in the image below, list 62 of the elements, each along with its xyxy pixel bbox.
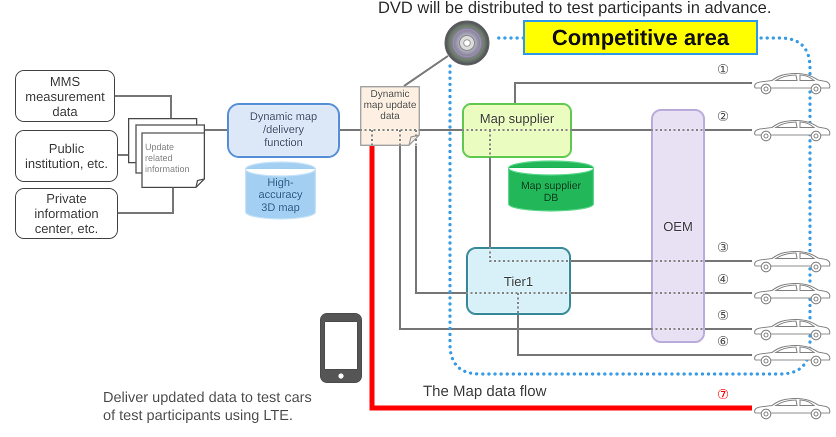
connector-line bbox=[705, 129, 752, 131]
source-box bbox=[15, 70, 115, 122]
node-text: MMS measurement data bbox=[24, 74, 106, 118]
route-number: ④ bbox=[717, 272, 730, 288]
disc-icon bbox=[444, 20, 490, 66]
caption-text: DVD will be distributed to test participants in advance. bbox=[378, 0, 772, 18]
leader-line bbox=[403, 55, 449, 87]
node-text: Dynamic map update data bbox=[362, 89, 418, 122]
node-text: Private information center, etc. bbox=[33, 191, 100, 236]
database-cylinder bbox=[245, 162, 316, 219]
document-shape bbox=[360, 86, 420, 146]
connector-line bbox=[420, 129, 462, 131]
connector-line bbox=[118, 154, 128, 156]
connector-line bbox=[399, 146, 651, 330]
edge-label: The Map data flow bbox=[421, 383, 548, 400]
connector-line bbox=[705, 292, 752, 294]
node-text: Update related information bbox=[145, 142, 191, 175]
tier-box bbox=[466, 247, 571, 315]
connector-line bbox=[415, 146, 466, 294]
connector-line bbox=[705, 328, 752, 330]
area-title: Competitive area bbox=[523, 20, 758, 55]
connector-line bbox=[514, 82, 752, 103]
node-text: Dynamic map /delivery function bbox=[248, 111, 318, 150]
node-text: Public institution, etc. bbox=[24, 141, 110, 171]
supplier-box bbox=[462, 103, 572, 158]
car-icon bbox=[752, 71, 832, 95]
route-number: ② bbox=[717, 109, 730, 125]
competitive-area-region bbox=[448, 20, 812, 376]
connector-line bbox=[571, 260, 651, 262]
node-text: Tier1 bbox=[504, 274, 534, 288]
oem-box bbox=[651, 109, 705, 343]
connector-line bbox=[571, 292, 651, 294]
connector-line bbox=[370, 146, 752, 410]
connector-line bbox=[115, 95, 172, 118]
node-text: Map supplier DB bbox=[520, 180, 582, 204]
route-number: ① bbox=[717, 62, 730, 78]
connector-line bbox=[489, 158, 491, 247]
car-icon bbox=[752, 281, 832, 305]
route-number: ③ bbox=[717, 240, 730, 256]
connector-line bbox=[340, 129, 360, 131]
node-text: Map supplier bbox=[480, 111, 554, 126]
car-icon bbox=[752, 343, 832, 367]
connector-line bbox=[118, 188, 174, 214]
route-number: ⑦ bbox=[717, 387, 730, 403]
car-icon bbox=[752, 249, 832, 273]
document-stack bbox=[128, 118, 205, 188]
route-number: ⑥ bbox=[717, 334, 730, 350]
node-text: OEM bbox=[663, 218, 693, 234]
function-box bbox=[227, 103, 340, 158]
route-number: ⑤ bbox=[717, 308, 730, 324]
car-icon bbox=[752, 317, 832, 341]
connector-line bbox=[205, 129, 227, 131]
car-icon bbox=[752, 118, 832, 142]
connector-line bbox=[572, 129, 651, 131]
source-box bbox=[15, 188, 118, 239]
node-text: High-accuracy 3D map bbox=[257, 176, 304, 214]
car-icon bbox=[752, 396, 832, 420]
connector-line bbox=[517, 315, 752, 356]
database-cylinder bbox=[508, 161, 594, 211]
connector-line bbox=[705, 260, 752, 262]
source-box bbox=[15, 130, 118, 182]
note-text: Deliver updated data to test cars of test participants using LTE. bbox=[103, 389, 313, 425]
